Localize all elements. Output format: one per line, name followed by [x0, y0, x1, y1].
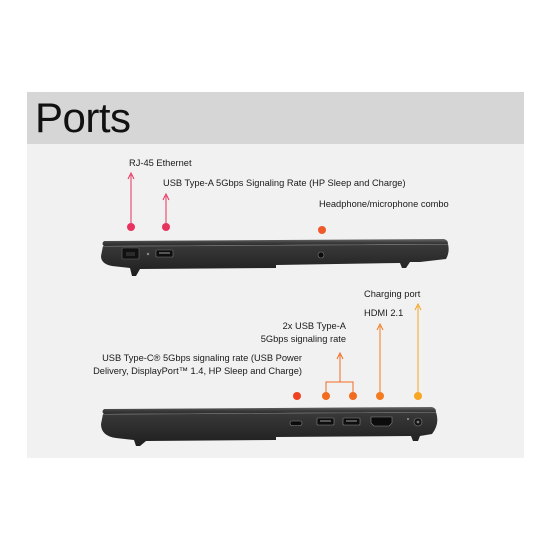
header-bar: Ports	[27, 92, 524, 144]
usb-c-port-icon	[289, 420, 303, 426]
charging-port-icon	[407, 417, 423, 427]
label-usb-type-c-line2: Delivery, DisplayPort™ 1.4, HP Sleep and…	[93, 366, 302, 376]
callout-usb-type-a-left	[162, 192, 170, 231]
label-rj45-ethernet: RJ-45 Ethernet	[129, 158, 192, 168]
label-usb-type-a-right-line1: 2x USB Type-A	[282, 321, 346, 331]
usb-a-port-right-2-icon	[342, 417, 361, 426]
usb-a-port-right-1-icon	[316, 417, 335, 426]
callout-headphone	[318, 226, 326, 234]
rj45-port-icon	[121, 247, 140, 260]
label-usb-type-c-line1: USB Type-C® 5Gbps signaling rate (USB Po…	[102, 353, 302, 363]
usb-a-port-left-icon	[155, 249, 174, 258]
laptop-left-side	[101, 239, 449, 276]
label-usb-type-a-right-line2: 5Gbps signaling rate	[260, 334, 346, 344]
callout-usb-type-a-right	[322, 351, 357, 400]
callout-usb-type-c	[293, 392, 301, 400]
laptop-right-side	[101, 407, 438, 446]
indicator-light	[146, 252, 150, 256]
label-usb-type-a-left: USB Type-A 5Gbps Signaling Rate (HP Slee…	[163, 178, 406, 188]
callout-charging-port	[414, 302, 422, 400]
page-title: Ports	[35, 94, 131, 141]
label-hdmi: HDMI 2.1	[364, 308, 404, 318]
callout-rj45	[127, 171, 135, 231]
callout-hdmi	[376, 322, 384, 400]
label-charging-port: Charging port	[364, 289, 421, 299]
ports-panel: Ports	[27, 92, 524, 458]
label-headphone-combo: Headphone/microphone combo	[319, 199, 449, 209]
hdmi-port-icon	[370, 416, 393, 427]
headphone-jack-icon	[317, 251, 325, 259]
